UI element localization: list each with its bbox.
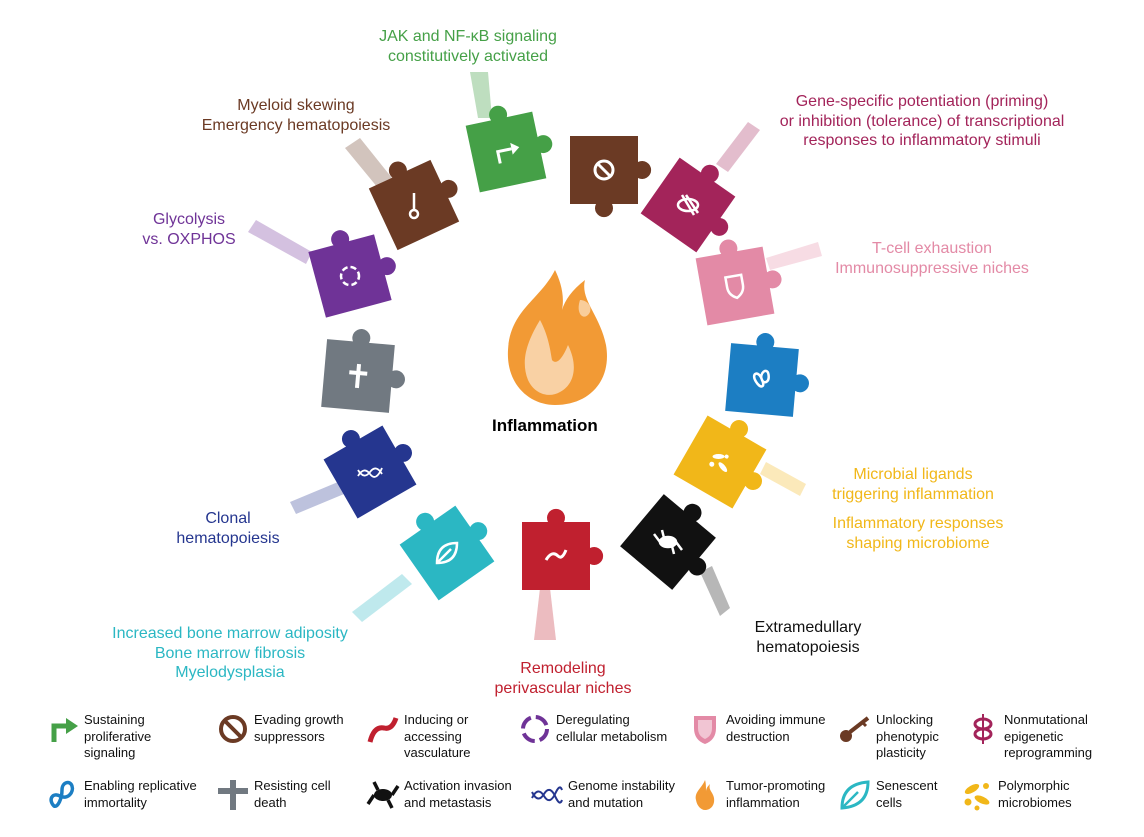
key-icon [408, 193, 420, 220]
puzzle-piece-gray [321, 326, 410, 414]
puzzle-piece-black [620, 484, 735, 599]
label-gene-specific-potentiation: Gene-specific potentiation (priming)or i… [779, 93, 1065, 149]
wedge-green [470, 72, 492, 118]
arrow-icon [495, 147, 512, 164]
wedge-brown [345, 138, 392, 188]
cross-icon [349, 363, 368, 389]
puzzle-piece-magenta [640, 146, 754, 260]
flame-graphic [507, 270, 607, 405]
puzzle-piece-purple [304, 218, 405, 318]
wedge-red [534, 588, 556, 640]
puzzle-piece-navy [316, 407, 428, 519]
wedge-black [700, 566, 730, 616]
puzzle-piece-pink [693, 231, 788, 326]
puzzle-piece-blue [725, 330, 814, 418]
wedge-navy [290, 482, 344, 514]
wedge-teal [352, 574, 412, 622]
no-entry-icon [593, 159, 615, 181]
dna-coil-icon [676, 194, 700, 216]
puzzle-piece-green [462, 96, 560, 193]
puzzle-piece-yellow [673, 404, 785, 516]
puzzle-piece-teal [392, 487, 506, 601]
puzzle-piece-red [522, 508, 604, 590]
wedge-yellow [760, 462, 806, 496]
infinity-icon [752, 369, 770, 388]
chromosome-icon [357, 467, 383, 478]
vessel-icon [544, 549, 568, 561]
wedge-magenta [716, 122, 760, 172]
cycle-icon [339, 265, 361, 287]
shield-icon [723, 273, 745, 300]
microbe-icon [709, 454, 729, 472]
center-title: Inflammation [492, 416, 598, 435]
crab-icon [653, 529, 683, 555]
wedge-pink [766, 242, 822, 270]
puzzle-piece-brown [570, 136, 652, 218]
wedge-purple [248, 220, 312, 264]
leaf-icon [435, 541, 459, 565]
puzzle-piece-brown-key [363, 142, 472, 251]
